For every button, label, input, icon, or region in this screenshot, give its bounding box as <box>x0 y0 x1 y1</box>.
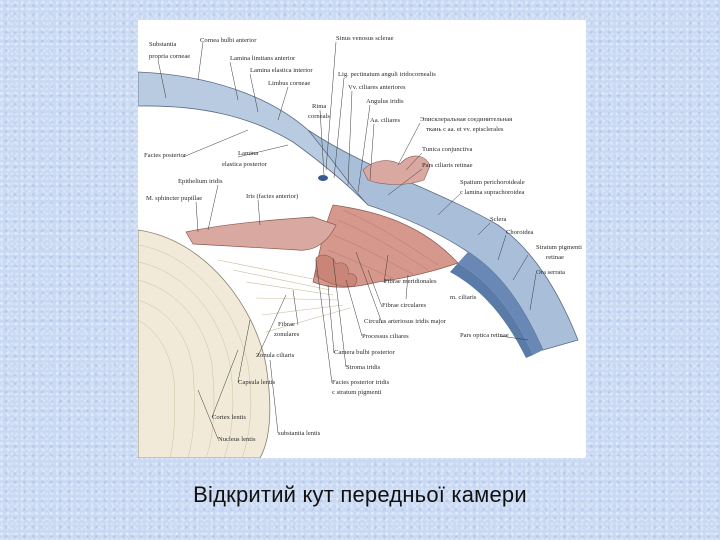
label-choroidea: Choroidea <box>506 229 534 236</box>
label-fibrae-zonulares-2: zonulares <box>274 331 300 338</box>
label-lamina-limitans-anterior: Lamina limitans anterior <box>230 55 296 62</box>
label-limbus-corneae: Limbus corneae <box>268 80 310 87</box>
label-rima-1: Rima <box>312 103 326 110</box>
label-fibrae-circulares: Fibrae circulares <box>382 302 427 309</box>
label-lig-pectinatum: Lig. pectinatum anguli iridocornealis <box>338 71 436 78</box>
label-substantia-propria-2: propria corneae <box>149 53 190 60</box>
cornea-shape <box>138 72 368 205</box>
label-processus-ciliares: Processus ciliares <box>362 333 409 340</box>
label-capsula-lentis: Capsula lentis <box>238 379 276 386</box>
episcleral-tissue <box>363 156 430 185</box>
label-cortex-lentis: Cortex lentis <box>212 414 246 421</box>
label-lamina-suprachoroidea: с lamina suprachoroidea <box>460 189 525 196</box>
label-ora-serrata: Ora serrata <box>536 269 565 276</box>
label-episcleral-1: Эписклеральная соединительная <box>420 116 512 123</box>
label-stratum-pigmenti-2: retinae <box>546 254 564 261</box>
eye-angle-diagram: Substantia propria corneae Cornea bulbi … <box>138 20 586 458</box>
label-substantia-propria-1: Substantia <box>149 41 177 48</box>
label-lamina-elastica-interior: Lamina elastica interior <box>250 67 313 74</box>
label-circulus-arteriosus: Circulus arteriosus iridis major <box>364 318 447 325</box>
label-pars-ciliaris-retinae: Pars ciliaris retinae <box>422 162 473 169</box>
label-sinus-venosus-sclerae: Sinus venosus sclerae <box>336 35 394 42</box>
slide-caption: Відкритий кут передньої камери <box>0 482 720 508</box>
label-camera-bulbi-posterior: Camera bulbi posterior <box>334 349 396 356</box>
label-tunica-conjunctiva: Tunica conjunctiva <box>422 146 473 153</box>
label-rima-2: corneals <box>308 113 330 120</box>
label-fibrae-meridionales: Fibrae meridionales <box>384 278 437 285</box>
label-lamina-elastica-posterior-1: Lamina <box>238 150 258 157</box>
label-pars-optica-retinae: Pars optica retinae <box>460 332 509 339</box>
label-zonula-ciliaris: Zonula ciliaris <box>256 352 295 359</box>
label-m-ciliaris: m. ciliaris <box>450 294 477 301</box>
label-epithelium-iridis: Epithelium iridis <box>178 178 223 185</box>
eye-anatomy-figure: Substantia propria corneae Cornea bulbi … <box>138 20 586 458</box>
label-vv-ciliares-anteriores: Vv. ciliares anteriores <box>348 84 406 91</box>
label-angulus-iridis: Angulus iridis <box>366 98 404 105</box>
label-spatium-perichoroidale: Spatium perichoroideale <box>460 179 525 186</box>
label-sclera: Sclera <box>490 216 507 223</box>
label-facies-posterior-iridis-1: Facies posterior iridis <box>332 379 390 386</box>
sinus-venosus <box>318 175 328 181</box>
label-nucleus-lentis: Nucleus lentis <box>218 436 256 443</box>
label-stratum-pigmenti-1: Stratum pigmenti <box>536 244 582 251</box>
label-fibrae-zonulares-1: Fibrae <box>278 321 295 328</box>
label-m-sphincter-pupillae: M. sphincter pupillae <box>146 195 202 202</box>
iris-shape <box>186 217 336 250</box>
label-aa-ciliares: Aa. ciliares <box>370 117 400 124</box>
label-facies-posterior: Facies posterior <box>144 152 187 159</box>
label-lamina-elastica-posterior-2: elastica posterior <box>222 161 268 168</box>
label-substantia-lentis: substantia lentis <box>278 430 321 437</box>
label-cornea-bulbi-anterior: Cornea bulbi anterior <box>200 37 257 44</box>
label-facies-posterior-iridis-2: с stratum pigmenti <box>332 389 382 396</box>
label-episcleral-2: ткань с аа. et vv. episclerales <box>426 126 504 133</box>
label-iris-facies-anterior: Iris (facies anterior) <box>246 193 298 200</box>
label-stroma-iridis: Stroma iridis <box>346 364 381 371</box>
lens-shape <box>138 230 270 458</box>
